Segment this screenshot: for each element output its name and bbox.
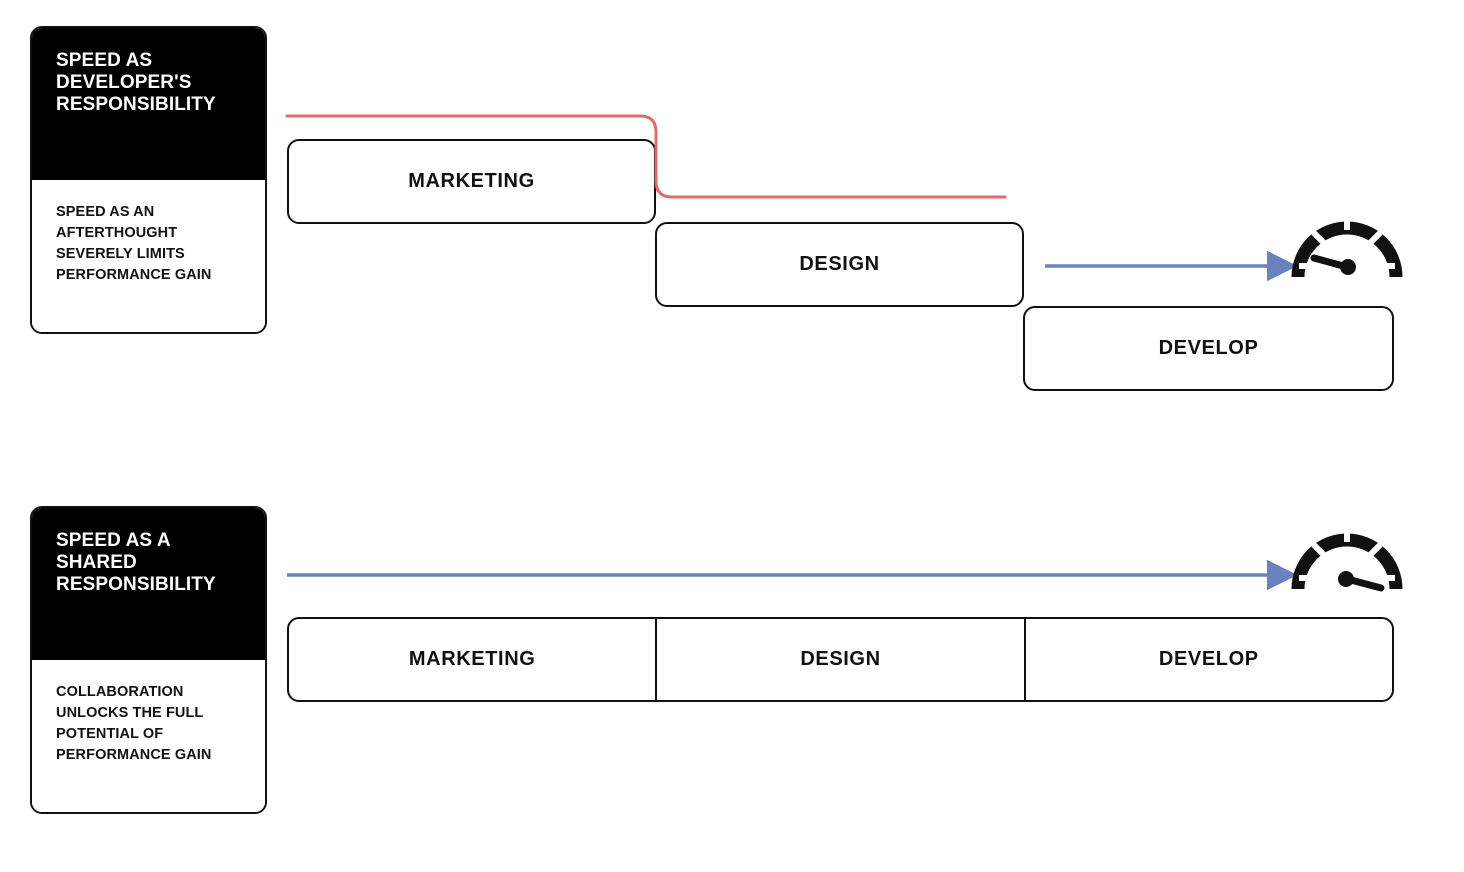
stage-box-develop-shared[interactable]: DEVELOP <box>1023 619 1392 700</box>
stage-box-label: DEVELOP <box>1158 337 1259 359</box>
info-card-body-text: COLLABORATION UNLOCKS THE FULL POTENTIAL… <box>32 660 265 812</box>
combined-stage-bar-shared: MARKETING DESIGN DEVELOP <box>287 617 1394 702</box>
info-card-shared-responsibility: SPEED AS A SHARED RESPONSIBILITY COLLABO… <box>30 506 267 814</box>
stage-box-marketing-siloed[interactable]: MARKETING <box>287 139 656 224</box>
stage-box-label: DESIGN <box>799 253 880 275</box>
stage-box-develop-siloed[interactable]: DEVELOP <box>1023 306 1394 391</box>
stage-box-design-siloed[interactable]: DESIGN <box>655 222 1024 307</box>
speedometer-low-icon <box>1291 216 1403 278</box>
info-card-heading: SPEED AS A SHARED RESPONSIBILITY <box>32 508 265 660</box>
stage-box-label: MARKETING <box>408 648 536 670</box>
info-card-developer-responsibility: SPEED AS DEVELOPER'S RESPONSIBILITY SPEE… <box>30 26 267 334</box>
stage-box-label: DEVELOP <box>1158 648 1259 670</box>
speedometer-high-icon <box>1291 528 1403 592</box>
stage-box-design-shared[interactable]: DESIGN <box>655 619 1023 700</box>
stage-box-marketing-shared[interactable]: MARKETING <box>289 619 655 700</box>
stage-box-label: DESIGN <box>800 648 881 670</box>
info-card-heading: SPEED AS DEVELOPER'S RESPONSIBILITY <box>32 28 265 180</box>
info-card-body-text: SPEED AS AN AFTERTHOUGHT SEVERELY LIMITS… <box>32 180 265 332</box>
stage-box-label: MARKETING <box>408 170 535 192</box>
